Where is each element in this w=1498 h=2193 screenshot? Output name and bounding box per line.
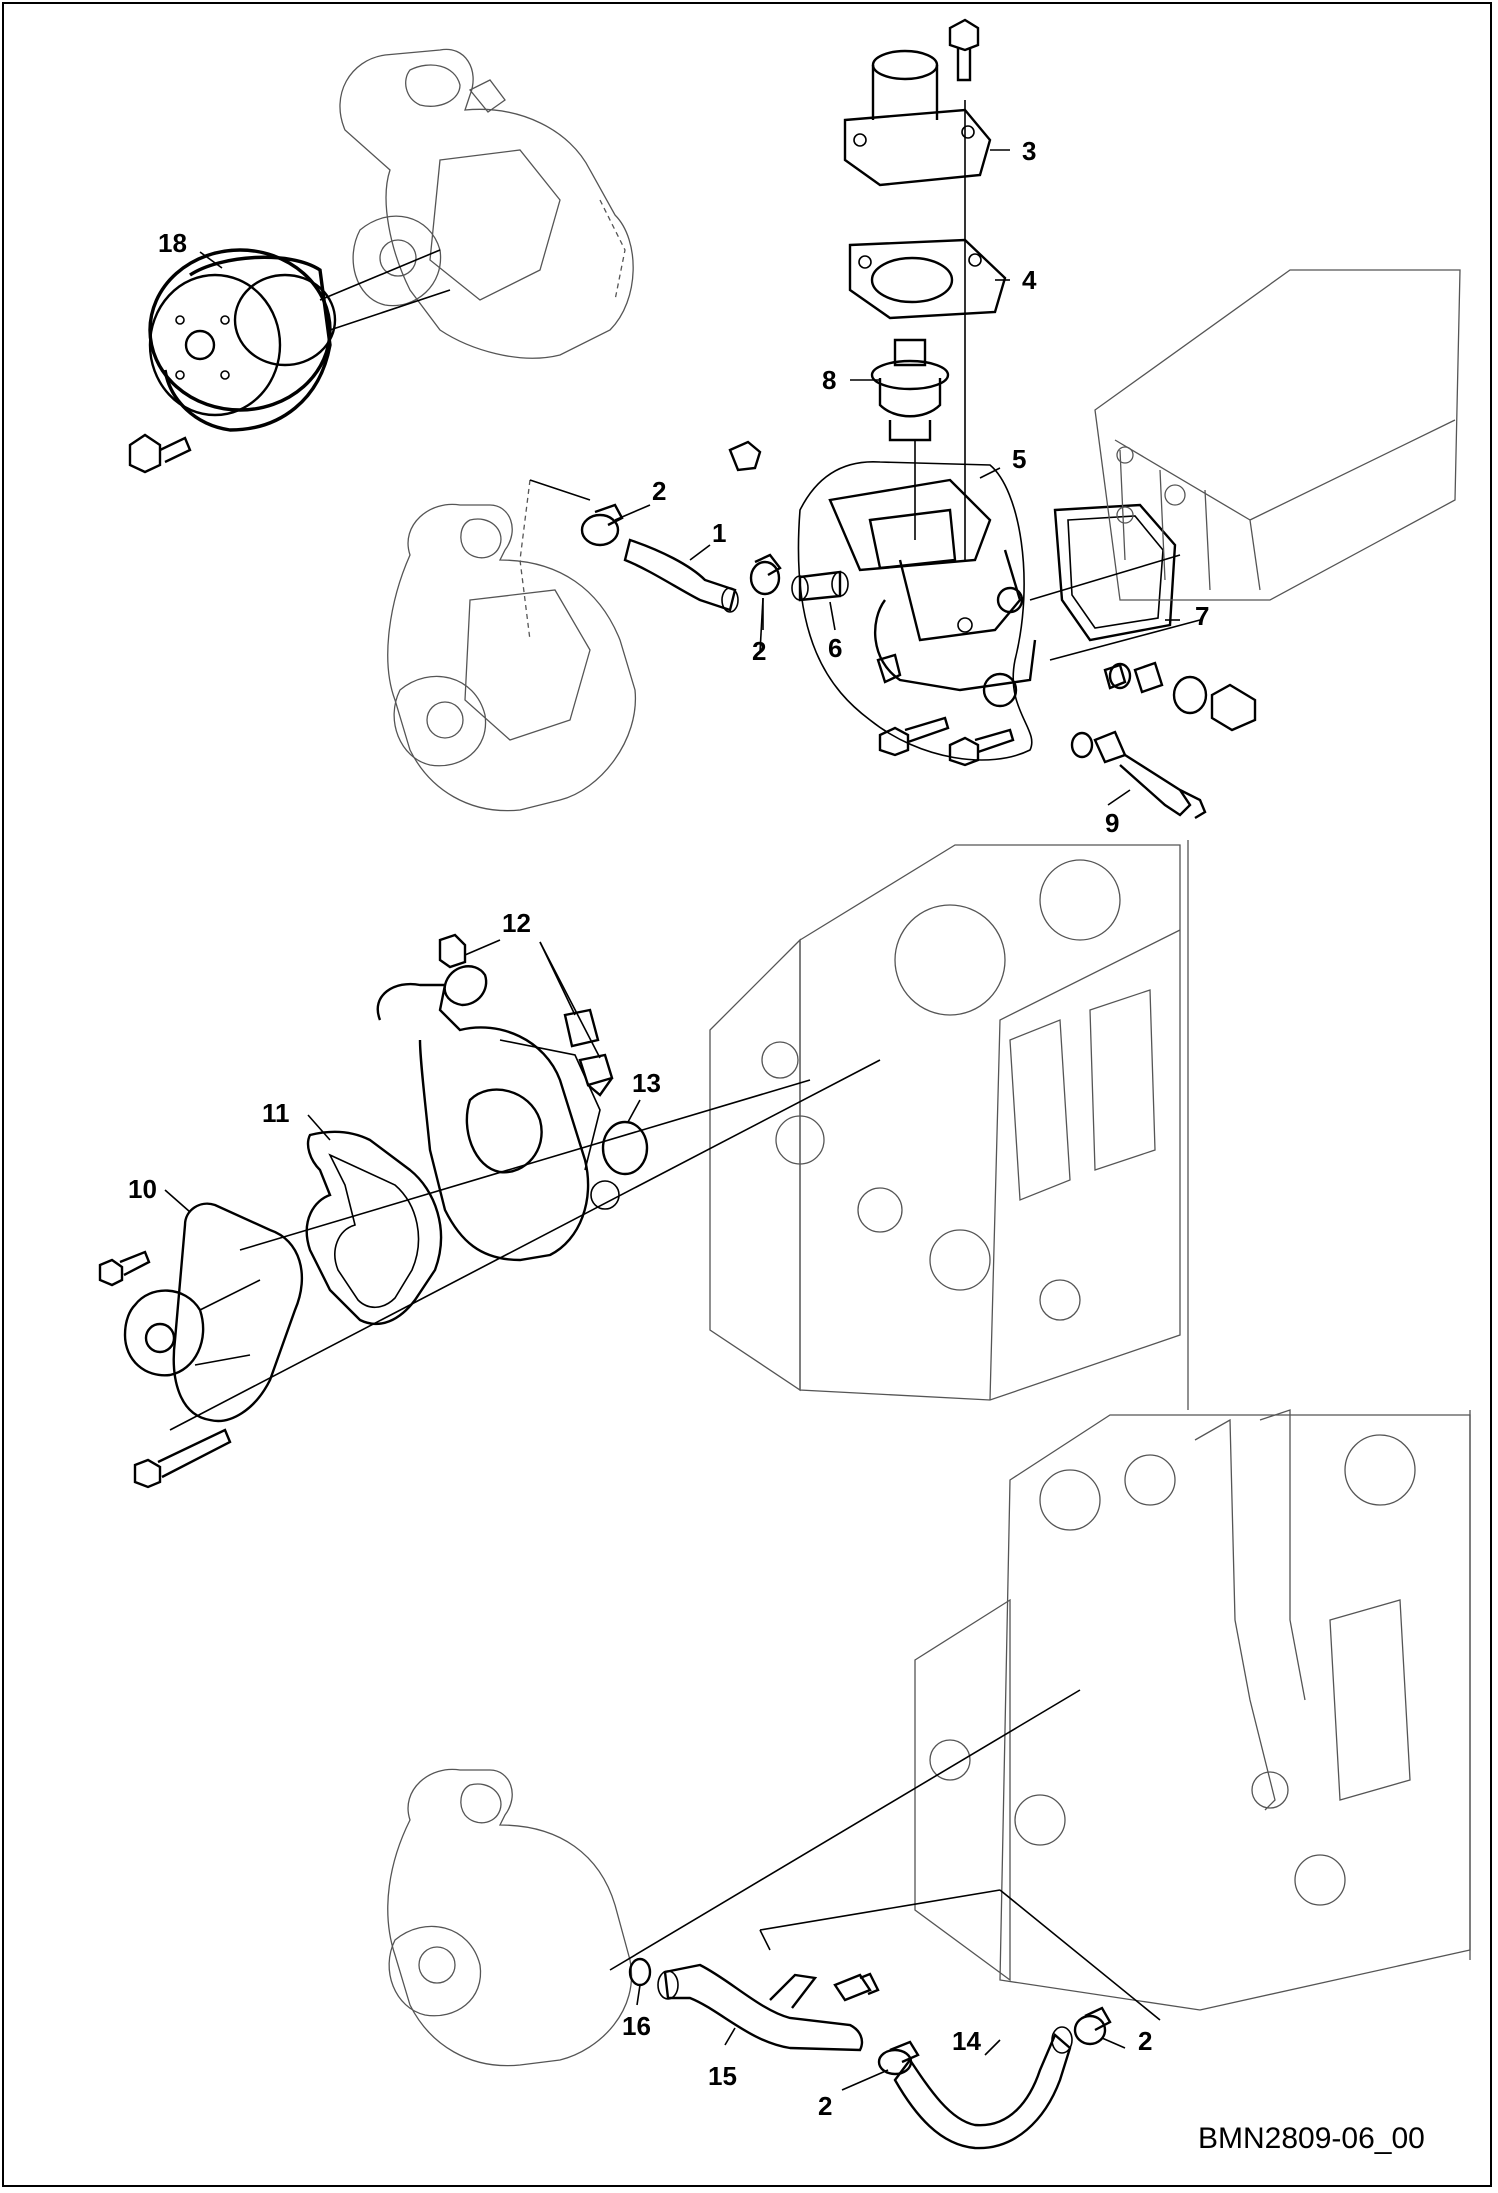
pulley-part-18 bbox=[148, 248, 337, 432]
bracket-bolt-bottom bbox=[833, 1972, 880, 2002]
water-pump-ghost-bottom bbox=[387, 1768, 633, 2067]
callout-14: 14 bbox=[952, 2026, 981, 2056]
callout-4: 4 bbox=[1022, 265, 1037, 295]
o-ring-part-13 bbox=[601, 1120, 649, 1176]
plug-washers-right bbox=[1103, 661, 1257, 732]
leader-lines bbox=[164, 149, 1180, 2091]
housing-bolts bbox=[878, 716, 1015, 767]
gasket-part-4 bbox=[848, 238, 1007, 320]
temperature-sensor-part-9 bbox=[1070, 730, 1207, 820]
plugs-part-12 bbox=[438, 933, 614, 1097]
cylinder-block-ghost-mid bbox=[709, 840, 1189, 1410]
gasket-part-11 bbox=[305, 1130, 443, 1326]
o-ring-part-16 bbox=[628, 1957, 652, 1987]
cylinder-head-ghost-right bbox=[1094, 269, 1461, 601]
callout-15: 15 bbox=[708, 2061, 737, 2091]
callout-9: 9 bbox=[1105, 808, 1119, 838]
pipe-part-6 bbox=[791, 570, 849, 602]
callout-7: 7 bbox=[1195, 601, 1209, 631]
water-hose-part-14 bbox=[893, 2026, 1073, 2150]
callout-6: 6 bbox=[828, 633, 842, 663]
water-pump-ghost-top bbox=[319, 48, 634, 359]
hose-clamp-part-2-a bbox=[580, 503, 624, 547]
cover-bolt bbox=[948, 18, 980, 82]
hose-clamp-part-2-d bbox=[1073, 2006, 1112, 2046]
engine-block-ghost-bottom bbox=[914, 1409, 1471, 2011]
callout-2-bottom-left: 2 bbox=[818, 2091, 832, 2121]
hose-clamp-part-2-c bbox=[877, 2040, 920, 2076]
callout-2-mid: 2 bbox=[752, 636, 766, 666]
callout-3: 3 bbox=[1022, 136, 1036, 166]
water-pump-part-10 bbox=[123, 1202, 303, 1423]
callout-16: 16 bbox=[622, 2011, 651, 2041]
pump-bolts-mid bbox=[98, 1250, 232, 1489]
bypass-hose-part-1 bbox=[623, 538, 739, 613]
thermostat-cover-part-3 bbox=[843, 49, 992, 187]
housing-plugs bbox=[728, 440, 902, 684]
callout-1: 1 bbox=[712, 518, 726, 548]
callout-5: 5 bbox=[1012, 444, 1026, 474]
callout-labels: 18 3 4 8 5 2 1 7 2 6 9 12 13 11 10 14 16… bbox=[128, 136, 1209, 2121]
callout-10: 10 bbox=[128, 1174, 157, 1204]
thermostat-part-8 bbox=[870, 338, 950, 442]
pulley-bolt bbox=[128, 433, 192, 474]
water-pipe-part-15 bbox=[657, 1963, 864, 2052]
document-id: BMN2809-06_00 bbox=[1198, 2122, 1425, 2155]
gasket-part-7 bbox=[1053, 503, 1177, 642]
thermostat-housing-part-5 bbox=[797, 460, 1037, 761]
hose-clamp-part-2-b bbox=[749, 553, 782, 596]
callout-8: 8 bbox=[822, 365, 836, 395]
callout-11: 11 bbox=[262, 1098, 290, 1128]
callout-13: 13 bbox=[632, 1068, 661, 1098]
callout-18: 18 bbox=[158, 228, 187, 258]
callout-2-top: 2 bbox=[652, 476, 666, 506]
callout-2-bottom-right: 2 bbox=[1138, 2026, 1152, 2056]
callout-12: 12 bbox=[502, 908, 531, 938]
water-pump-ghost-mid bbox=[387, 479, 637, 812]
